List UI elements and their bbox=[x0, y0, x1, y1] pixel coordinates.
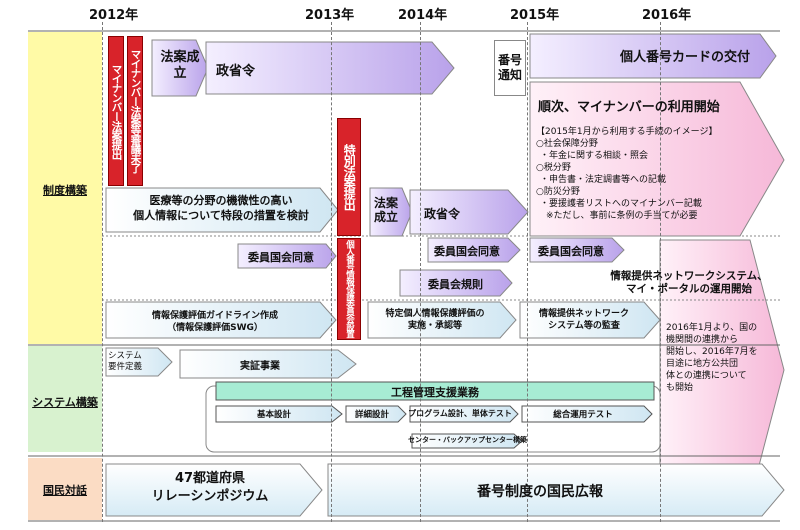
chihou-note: 2016年1月より、国の 機関間の連携から 開始し、2016年7月を 目途に地方… bbox=[666, 323, 758, 393]
category-kokumin: 国民対話 bbox=[43, 484, 87, 497]
divider-2013 bbox=[331, 22, 332, 522]
bill-submission-bar: マイナンバー法案提出 bbox=[108, 36, 124, 186]
kihon-arrow bbox=[215, 405, 343, 423]
image-line: ○社会保障分野 bbox=[536, 139, 598, 149]
network-label: 情報提供ネットワークシステム、 マイ・ポータルの運用開始 bbox=[610, 270, 768, 295]
bango-tsuchi-box: 番号通知 bbox=[494, 40, 526, 96]
image-line: ・要援護者リストへのマイナンバー記載 bbox=[540, 199, 702, 209]
iin-doui-label-2: 委員国会同意 bbox=[434, 245, 500, 258]
koutei-label: 工程管理支援業務 bbox=[391, 386, 479, 399]
year-2014: 2014年 bbox=[398, 8, 448, 23]
sougou-label: 総合運用テスト bbox=[553, 410, 613, 420]
program-arrow bbox=[409, 405, 519, 423]
kihon-label: 基本設計 bbox=[256, 410, 291, 420]
year-2013: 2013年 bbox=[305, 8, 355, 23]
card-arrow bbox=[529, 33, 777, 79]
iin-doui-label-3: 委員国会同意 bbox=[538, 245, 604, 258]
shousai-label: 詳細設計 bbox=[354, 410, 389, 420]
kouhou-arrow bbox=[327, 463, 785, 517]
iin3-arrow bbox=[529, 237, 625, 263]
jissho-label: 実証事業 bbox=[240, 361, 280, 372]
special-bill-bar: 特別法案提出 bbox=[337, 118, 361, 236]
riyou-label: 順次、マイナンバーの利用開始 bbox=[538, 100, 720, 115]
symposium-arrow bbox=[105, 463, 323, 517]
image-title: 【2015年1月から利用する手続のイメージ】 bbox=[536, 127, 718, 137]
divider-2012 bbox=[102, 22, 103, 522]
image-line: ・申告書・法定調書等への記載 bbox=[540, 175, 667, 185]
koutei-bar bbox=[215, 381, 655, 401]
kouhou-label: 番号制度の国民広報 bbox=[477, 484, 603, 500]
symposium-label: 47都道府県 リレーシンポジウム bbox=[151, 471, 269, 504]
seishorei2-arrow bbox=[409, 189, 529, 235]
divider-2015 bbox=[527, 22, 528, 522]
youken-arrow bbox=[105, 347, 173, 377]
seishorei2-label: 政省令 bbox=[424, 207, 461, 221]
hoan-label: 法案成立 bbox=[160, 50, 200, 81]
year-2012: 2012年 bbox=[89, 8, 139, 23]
iryo-label: 医療等の分野の機微性の高い 個人情報について特段の措置を検討 bbox=[133, 194, 309, 222]
divider-2014 bbox=[420, 22, 421, 522]
hoan2-label: 法案成立 bbox=[374, 196, 399, 224]
image-line: ※ただし、事前に条例の手当てが必要 bbox=[546, 211, 698, 221]
iin-doui-label-1: 委員国会同意 bbox=[248, 251, 314, 264]
image-block: 【2015年1月から利用する手続のイメージ】 ○社会保障分野 ・年金に関する相談… bbox=[536, 126, 717, 222]
seido-bg bbox=[28, 32, 102, 344]
seishorei-label: 政省令 bbox=[216, 64, 256, 79]
committee-bar: 個人番号情報保護委員会設置 bbox=[337, 238, 361, 340]
hoan2-arrow bbox=[369, 187, 413, 237]
year-2015: 2015年 bbox=[510, 8, 560, 23]
iin2-arrow bbox=[427, 237, 521, 263]
system-bg bbox=[28, 346, 102, 452]
kansa-label: 情報提供ネットワーク システム等の監査 bbox=[538, 309, 629, 331]
sougou-arrow bbox=[521, 405, 653, 423]
image-line: ○防災分野 bbox=[536, 187, 580, 197]
guideline-arrow bbox=[105, 301, 337, 339]
center-label: センター・バックアップセンター構築 bbox=[408, 436, 527, 444]
image-line: ○税分野 bbox=[536, 163, 571, 173]
center-arrow bbox=[411, 433, 523, 449]
category-seido: 制度構築 bbox=[43, 184, 87, 197]
guideline-label: 情報保護評価ガイドライン作成 （情報保護評価SWG） bbox=[151, 311, 278, 333]
tokutei-label: 特定個人情報保護評価の 実施・承認等 bbox=[385, 309, 485, 331]
tokutei-arrow bbox=[367, 301, 517, 339]
youken-label: システム 要件定義 bbox=[108, 351, 143, 372]
bill-unfinished-bar: マイナンバー法案等審議未了 bbox=[127, 36, 143, 186]
hoan-arrow bbox=[151, 39, 209, 97]
kokumin-bg bbox=[28, 458, 102, 520]
kisoku-label: 委員会規則 bbox=[428, 278, 483, 291]
divider-2016 bbox=[660, 22, 661, 522]
shousai-arrow bbox=[345, 405, 407, 423]
year-2016: 2016年 bbox=[642, 8, 692, 23]
kisoku-arrow bbox=[399, 269, 513, 297]
program-label: プログラム設計、単体テスト bbox=[408, 409, 512, 418]
kansa-arrow bbox=[519, 301, 661, 339]
image-line: ・年金に関する相談・照会 bbox=[540, 151, 649, 161]
iryo-arrow bbox=[105, 187, 339, 233]
seishorei-arrow bbox=[205, 41, 455, 95]
jissho-arrow bbox=[179, 349, 357, 379]
category-system: システム構築 bbox=[32, 396, 98, 409]
card-label: 個人番号カードの交付 bbox=[620, 50, 751, 65]
riyou-arrow bbox=[529, 81, 785, 237]
